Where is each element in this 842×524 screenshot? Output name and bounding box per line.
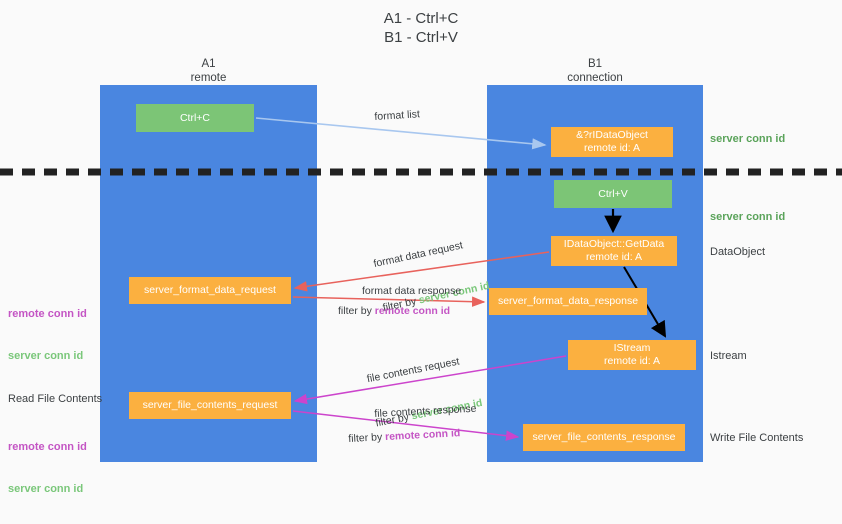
label-conn-ids-bottom: remote conn id server conn id [8,412,87,524]
box-server-format-data-response[interactable]: server_format_data_response [489,288,647,315]
box-idataobject-getdata[interactable]: IDataObject::GetData remote id: A [551,236,677,266]
filter-value-remote-conn-id: remote conn id [384,427,461,444]
label-remote-conn-id-bottom: remote conn id [8,441,87,453]
diagram-canvas: A1 - Ctrl+C B1 - Ctrl+V A1 remote B1 con… [0,10,842,495]
diagram-title: A1 - Ctrl+C B1 - Ctrl+V [383,10,459,46]
label-istream: Istream [710,350,747,362]
label-read-file-contents: Read File Contents [8,393,103,405]
edge-label-format-data-request-title: format data request [372,239,465,271]
box-ctrl-v[interactable]: Ctrl+V [554,180,672,208]
box-server-file-contents-request[interactable]: server_file_contents_request [129,392,291,419]
filter-value-remote-conn-id: remote conn id [374,305,451,317]
label-server-conn-id-second: server conn id [710,211,786,223]
label-remote-conn-id-top: remote conn id [8,308,87,320]
filter-prefix: filter by [348,431,386,445]
box-server-file-contents-response[interactable]: server_file_contents_response [523,424,685,451]
edge-label-format-data-response: format data response [362,285,462,297]
box-istream[interactable]: IStream remote id: A [568,340,696,370]
edge-label-format-data-response-filter: filter by remote conn id [338,304,450,319]
column-header-a1: A1 remote [190,58,227,84]
filter-prefix: filter by [338,305,375,317]
column-header-b1: B1 connection [567,58,623,84]
edge-label-file-contents-request-title: file contents request [365,355,461,386]
edge-label-format-list: format list [374,108,421,123]
box-server-format-data-request[interactable]: server_format_data_request [129,277,291,304]
box-ctrl-c[interactable]: Ctrl+C [136,104,254,132]
label-server-conn-id-left-bottom: server conn id [8,483,84,495]
label-conn-ids-top: remote conn id server conn id [8,279,87,391]
edge-label-format-data-request: format data request filter by server con… [366,205,497,345]
label-server-conn-id-top: server conn id [710,133,786,145]
box-data-object-created[interactable]: &?rIDataObject remote id: A [551,127,673,157]
label-write-file-contents: Write File Contents [710,432,804,444]
label-data-object: DataObject [710,246,766,258]
label-server-conn-id-left-top: server conn id [8,350,84,362]
